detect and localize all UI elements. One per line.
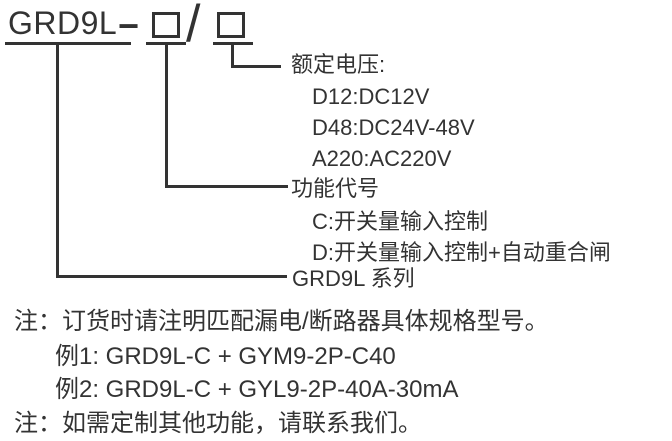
note-example-2: 例2: GRD9L-C + GYL9-2P-40A-30mA <box>55 376 459 403</box>
function-group-title: 功能代号 <box>291 176 380 201</box>
function-option-d: D:开关量输入控制+自动重合闸 <box>312 240 611 265</box>
voltage-option-a220: A220:AC220V <box>312 146 452 171</box>
voltage-code-placeholder-box <box>217 12 245 38</box>
connector-series-horizontal <box>56 275 287 278</box>
connector-function-vertical <box>165 42 168 188</box>
function-code-placeholder-box <box>152 12 180 38</box>
note-example-1: 例1: GRD9L-C + GYM9-2P-C40 <box>55 343 396 370</box>
underline-prefix <box>5 42 131 45</box>
connector-voltage-vertical <box>231 45 234 68</box>
note-customization: 注：如需定制其他功能，请联系我们。 <box>14 410 422 437</box>
function-option-c: C:开关量输入控制 <box>312 209 489 234</box>
model-prefix: GRD9L <box>8 5 118 41</box>
connector-series-vertical <box>56 42 59 278</box>
underline-voltage-box <box>213 42 253 45</box>
note-ordering: 注：订货时请注明匹配漏电/断路器具体规格型号。 <box>14 308 549 335</box>
model-dash-separator: − <box>118 5 140 46</box>
voltage-group-title: 额定电压: <box>291 52 386 77</box>
model-slash-separator: / <box>186 0 201 53</box>
connector-voltage-horizontal <box>231 65 281 68</box>
connector-function-horizontal <box>165 185 288 188</box>
voltage-option-d12: D12:DC12V <box>312 84 430 109</box>
voltage-option-d48: D48:DC24V-48V <box>312 115 475 140</box>
series-label: GRD9L 系列 <box>292 266 415 291</box>
